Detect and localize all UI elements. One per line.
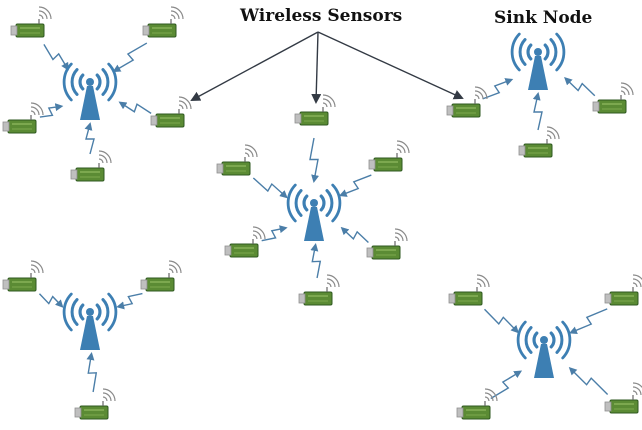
radio-link-icon	[490, 370, 523, 400]
wireless-sensor-icon	[366, 228, 408, 260]
pointer-arrow	[317, 31, 464, 100]
radio-link-icon	[484, 308, 519, 334]
wireless-sensor-icon	[74, 388, 116, 420]
radio-link-icon	[532, 92, 543, 131]
pointer-arrow	[311, 31, 322, 104]
sink-node-antenna-icon	[286, 183, 342, 241]
wireless-sensor-icon	[150, 96, 192, 128]
radio-link-icon	[38, 293, 64, 308]
wireless-sensor-icon	[298, 274, 340, 306]
wireless-sensor-icon	[446, 86, 488, 118]
radio-link-icon	[116, 292, 143, 310]
wireless-sensor-icon	[2, 102, 44, 134]
wireless-sensor-icon	[10, 6, 52, 38]
label-pointer-arrows	[190, 31, 464, 104]
radio-link-icon	[309, 137, 320, 183]
radio-link-icon	[84, 122, 95, 155]
radio-link-icon	[340, 226, 369, 243]
radio-link-icon	[86, 351, 98, 393]
radio-link-icon	[39, 103, 64, 118]
wireless-sensors-label: Wireless Sensors	[240, 6, 403, 26]
wireless-sensor-icon	[448, 274, 490, 306]
radio-link-icon	[564, 76, 596, 97]
wireless-sensor-icon	[224, 226, 266, 258]
wireless-sensor-icon	[368, 140, 410, 172]
pointer-arrow	[190, 31, 319, 101]
radio-link-icon	[568, 366, 609, 396]
wireless-sensors	[2, 6, 642, 420]
sink-node-antenna-icon	[510, 32, 566, 90]
sink-node-antenna-icon	[62, 62, 118, 120]
radio-link-icon	[112, 42, 148, 73]
sink-node-antenna-icon	[62, 292, 118, 350]
sink-node-antenna-icon	[516, 320, 572, 378]
sink-node-label: Sink Node	[494, 8, 593, 28]
radio-links	[38, 42, 609, 400]
wireless-sensor-icon	[592, 82, 634, 114]
radio-link-icon	[252, 177, 288, 199]
wireless-sensor-icon	[456, 388, 498, 420]
radio-link-icon	[338, 174, 372, 197]
radio-link-icon	[261, 225, 288, 242]
radio-link-icon	[118, 101, 152, 114]
wireless-sensor-icon	[216, 144, 258, 176]
radio-link-icon	[310, 243, 322, 279]
radio-link-icon	[568, 308, 608, 334]
wireless-sensor-icon	[142, 6, 184, 38]
wireless-sensor-icon	[2, 260, 44, 292]
sink-nodes	[62, 32, 572, 378]
wireless-sensor-icon	[140, 260, 182, 292]
wireless-sensor-icon	[70, 150, 112, 182]
wireless-sensor-icon	[604, 274, 642, 306]
radio-link-icon	[482, 78, 514, 100]
wireless-sensor-icon	[604, 382, 642, 414]
wireless-sensor-icon	[518, 126, 560, 158]
radio-link-icon	[43, 44, 69, 71]
wireless-sensor-icon	[294, 94, 336, 126]
